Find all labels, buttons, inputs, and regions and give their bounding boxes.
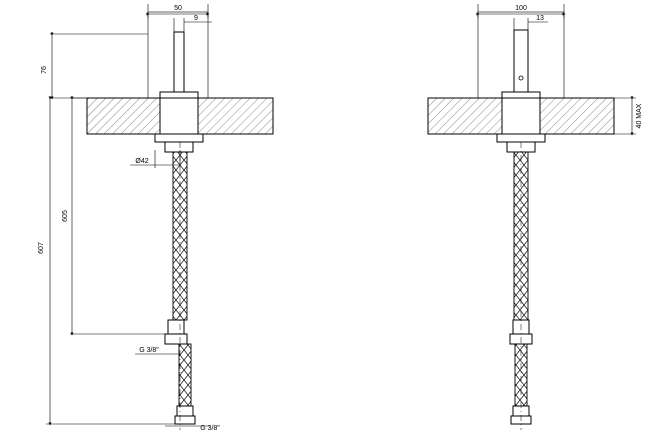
right-dim-stem-diameter: 13: [536, 15, 544, 22]
left-upper-fitting: [167, 319, 185, 335]
left-dim-mount-diameter: Ø42: [135, 158, 148, 165]
left-thread-lower: G 3/8": [200, 425, 220, 432]
right-stem: [513, 29, 529, 93]
left-upper-fitting-nut: [164, 333, 188, 345]
left-dim-top-width: 50: [174, 5, 182, 12]
right-view: 100 13 40 MAX: [427, 4, 643, 430]
left-lower-hose: [178, 343, 192, 407]
left-dim-stem-diameter: 9: [194, 15, 198, 22]
left-lower-fitting-nut: [174, 415, 196, 425]
left-lower-fitting: [176, 405, 194, 417]
right-mount-nut: [496, 133, 546, 143]
left-dim-hose-length: 605: [62, 210, 69, 222]
right-body: [501, 97, 541, 135]
left-mount-shank: [164, 141, 194, 153]
left-body: [159, 97, 199, 135]
left-base-flange: [159, 91, 199, 99]
left-mount-nut: [154, 133, 204, 143]
right-dim-top-width: 100: [515, 5, 527, 12]
left-dim-total-height: 607: [38, 242, 45, 254]
left-stem: [173, 31, 185, 93]
right-base-flange: [501, 91, 541, 99]
left-dim-height-above: 76: [41, 66, 48, 74]
left-thread-upper: G 3/8": [139, 347, 159, 354]
left-view: 50 9 76 607 605 Ø42 G 3/8" G 3/8": [38, 4, 274, 432]
right-stem-screw: [518, 75, 524, 81]
right-dim-max-thickness: 40 MAX: [636, 103, 643, 128]
